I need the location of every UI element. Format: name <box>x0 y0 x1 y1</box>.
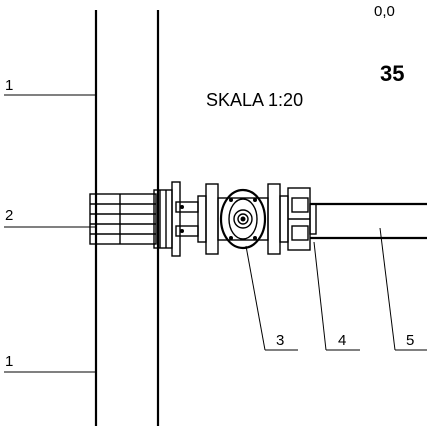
corner-text-top: 0,0 <box>374 3 395 20</box>
callout-2: 2 <box>5 207 13 224</box>
corner-text-big: 35 <box>380 61 404 86</box>
wall-sleeve <box>89 181 181 257</box>
callout-1-bottom: 1 <box>5 353 13 370</box>
callout-4: 4 <box>338 332 346 349</box>
callout-5: 5 <box>406 332 414 349</box>
callout-1-top: 1 <box>5 77 13 94</box>
valve-flange-left <box>197 183 219 255</box>
wall <box>94 10 160 426</box>
valve-body <box>217 188 269 250</box>
pipe <box>310 202 427 240</box>
scale-label: SKALA 1:20 <box>206 90 303 110</box>
callout-3: 3 <box>276 332 284 349</box>
coupling <box>287 187 317 251</box>
valve-flange-right <box>267 183 289 255</box>
leader-lines <box>4 94 427 373</box>
